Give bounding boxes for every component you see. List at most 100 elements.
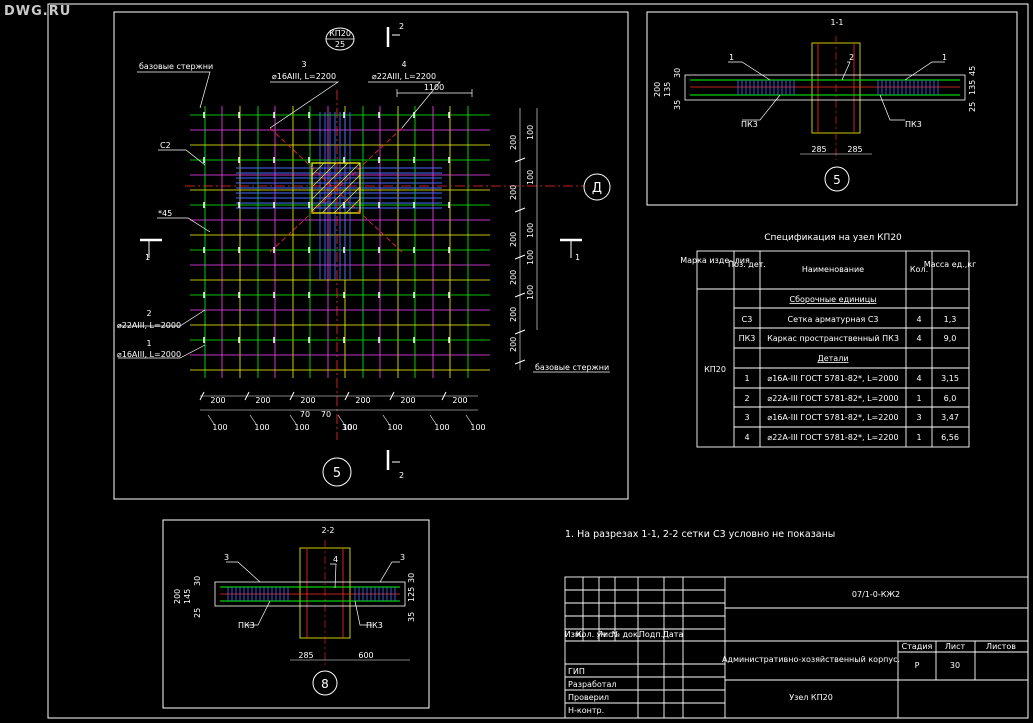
- section11-drawing: [684, 36, 966, 160]
- right-dimension-lines: [519, 108, 538, 370]
- section11-dim-left-0: 200: [653, 82, 662, 97]
- dim-tick: [289, 391, 295, 401]
- section22-dim-right-0: 30: [407, 573, 416, 583]
- mark-sheet: 25: [335, 40, 345, 49]
- dim-tick: [389, 391, 395, 401]
- svg-text:ПК3: ПК3: [739, 334, 756, 343]
- dim-tick: [514, 329, 526, 335]
- svg-text:⌀22А-III ГОСТ 5781-82*, L=2200: ⌀22А-III ГОСТ 5781-82*, L=2200: [767, 433, 898, 442]
- section22-label-4: 4: [333, 555, 338, 564]
- tb-columns: Изм. Кол. уч Лист № док. Подп. Дата: [565, 630, 684, 639]
- svg-text:4: 4: [744, 433, 749, 442]
- section22-dim-right-2: 35: [407, 612, 416, 622]
- svg-text:3: 3: [916, 413, 921, 422]
- svg-text:2: 2: [744, 394, 749, 403]
- dim-tick: [244, 391, 250, 401]
- svg-text:Подп.: Подп.: [639, 630, 663, 639]
- spec-mark-value: КП20: [704, 365, 726, 374]
- tb-stage: Р: [915, 661, 920, 670]
- svg-text:4: 4: [916, 334, 921, 343]
- bottom-dim-100: 100: [212, 423, 227, 432]
- dim-tick: [514, 157, 526, 163]
- dim-leader: [382, 414, 390, 425]
- tb-object: Административно-хозяйственный корпус.: [722, 655, 900, 664]
- section11-axis-label: 5: [833, 173, 841, 187]
- dim-tick: [199, 391, 205, 401]
- section22-axis-bubble: [312, 670, 338, 696]
- bottom-dim-100: 100: [434, 423, 449, 432]
- mark-code: КП20: [329, 29, 351, 38]
- section22-label-3b: 3: [400, 553, 405, 562]
- svg-text:Сетка арматурная С3: Сетка арматурная С3: [788, 315, 879, 324]
- dim-leader: [207, 414, 215, 425]
- c2-label: С2: [160, 141, 171, 150]
- svg-text:Каркас пространственный ПК3: Каркас пространственный ПК3: [767, 334, 899, 343]
- bottom-dim-200: 200: [355, 396, 370, 405]
- bottom-dim-100: 100: [254, 423, 269, 432]
- section11-dim-right-1: 135: [968, 80, 977, 95]
- dim-tick: [514, 207, 526, 213]
- right-dim-100: 100: [526, 223, 535, 238]
- tb-stage-header: Стадия: [902, 642, 933, 651]
- section22-drawing: [214, 540, 410, 665]
- bar3-number: 3: [301, 60, 306, 69]
- bottom-dim-small: 70: [321, 410, 331, 419]
- section11-label-1b: 1: [942, 53, 947, 62]
- svg-text:4: 4: [916, 374, 921, 383]
- dim-leader: [465, 414, 473, 425]
- bar1-spec: ⌀16AIII, L=2000: [117, 350, 181, 359]
- tb-sheet-header: Лист: [945, 642, 966, 651]
- tb-sheet-title: Узел КП20: [789, 693, 833, 702]
- reinforcement-grid: [190, 106, 490, 378]
- section11-dim-left-3: 30: [673, 68, 682, 78]
- svg-text:⌀16А-III ГОСТ 5781-82*, L=2200: ⌀16А-III ГОСТ 5781-82*, L=2200: [767, 413, 898, 422]
- section22-axis-label: 8: [321, 677, 329, 691]
- dim-tick: [441, 391, 447, 401]
- axis-d-bubble: [583, 173, 611, 201]
- spec-table-grid: [696, 250, 970, 448]
- section22-frame: [162, 519, 430, 709]
- tb-sheets-header: Листов: [986, 642, 1016, 651]
- drawing-note: 1. На разрезах 1-1, 2-2 сетки С3 условно…: [565, 529, 835, 540]
- svg-text:Изм.: Изм.: [565, 630, 584, 639]
- bottom-dim-200: 200: [400, 396, 415, 405]
- spec-header-pos: Поз. дет.: [728, 260, 766, 269]
- watermark-logo: DWG.RU: [4, 4, 72, 19]
- svg-text:Н-контр.: Н-контр.: [568, 706, 604, 715]
- bottom-dim-small: 70: [300, 410, 310, 419]
- svg-text:4: 4: [916, 315, 921, 324]
- spec-header-qty: Кол.: [910, 265, 928, 274]
- right-dim-200: 200: [509, 232, 518, 247]
- bar3-spec: ⌀16AIII, L=2200: [272, 72, 336, 81]
- bottom-dim-100: 100: [387, 423, 402, 432]
- tb-roles: ГИП Разработал Проверил Н-контр.: [568, 667, 616, 715]
- bottom-dim-200: 200: [255, 396, 270, 405]
- section22-dim-left-2: 25: [193, 608, 202, 618]
- section11-label-2: 2: [849, 53, 854, 62]
- svg-text:1,3: 1,3: [944, 315, 957, 324]
- axis-5-bubble: [322, 457, 352, 487]
- title-block-grid: [564, 576, 1029, 719]
- section22-dim-left-3: 30: [193, 576, 202, 586]
- sheet-frame: [47, 3, 1029, 719]
- svg-text:Проверил: Проверил: [568, 693, 609, 702]
- section22-pk3-left: ПК3: [238, 621, 255, 630]
- section11-dim-right-2: 25: [968, 102, 977, 112]
- svg-text:ГИП: ГИП: [568, 667, 585, 676]
- dim-tick: [514, 292, 526, 298]
- svg-text:С3: С3: [742, 315, 753, 324]
- svg-text:6,56: 6,56: [941, 433, 959, 442]
- svg-text:Кол. уч: Кол. уч: [576, 630, 606, 639]
- dim-tick: [344, 391, 350, 401]
- right-dim-100: 100: [526, 250, 535, 265]
- dim-leader: [337, 414, 345, 425]
- tb-code: 07/1-0-КЖ2: [852, 590, 900, 599]
- section11-dim-left-2: 35: [673, 100, 682, 110]
- right-dim-200: 200: [509, 307, 518, 322]
- section11-frame: [646, 11, 1018, 206]
- svg-text:Дата: Дата: [663, 630, 684, 639]
- bottom-dim-200: 200: [210, 396, 225, 405]
- svg-text:3,15: 3,15: [941, 374, 959, 383]
- right-dim-200: 200: [509, 135, 518, 150]
